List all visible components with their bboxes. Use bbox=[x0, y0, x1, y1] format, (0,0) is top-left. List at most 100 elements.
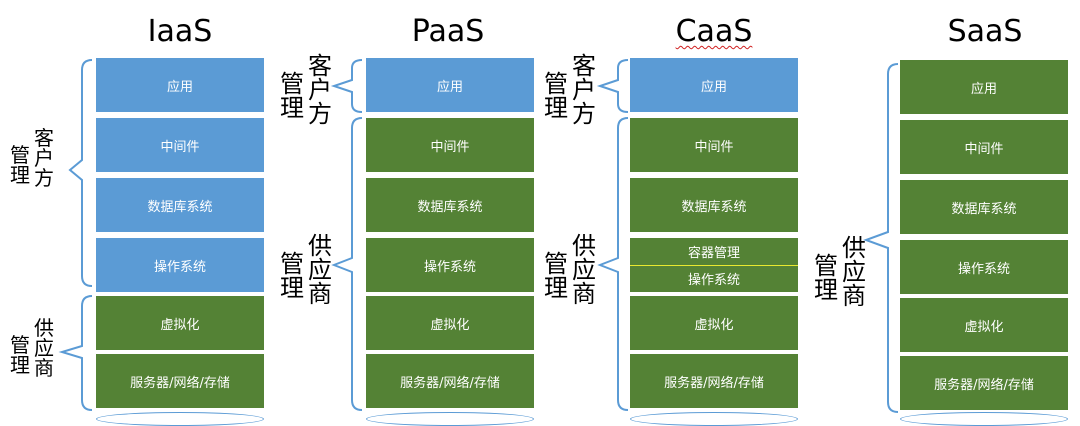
caas-layer-divider bbox=[630, 264, 798, 266]
saas-title: SaaS bbox=[947, 14, 1023, 49]
saas-vendor-role-col: 供 应 商 bbox=[842, 236, 866, 308]
saas-app-layer: 应用 bbox=[900, 60, 1068, 114]
iaas-vendor-bracket bbox=[58, 295, 93, 411]
caas-customer-label: 管 理 客 户 方 bbox=[544, 54, 596, 126]
customer-char-2: 户 bbox=[572, 76, 596, 104]
paas-customer-bracket bbox=[330, 59, 363, 113]
paas-vendor-label: 管 理 供 应 商 bbox=[280, 234, 332, 306]
iaas-os-layer: 操作系统 bbox=[96, 238, 264, 292]
paas-os-layer: 操作系统 bbox=[366, 238, 534, 292]
manage-char-2: 理 bbox=[10, 353, 30, 377]
iaas-middleware-layer: 中间件 bbox=[96, 118, 264, 172]
saas-os-layer: 操作系统 bbox=[900, 240, 1068, 294]
manage-char-2: 理 bbox=[544, 274, 568, 302]
iaas-app-layer: 应用 bbox=[96, 58, 264, 112]
saas-virtualization-layer: 虚拟化 bbox=[900, 298, 1068, 352]
manage-char-2: 理 bbox=[280, 94, 304, 122]
manage-char-1: 管 bbox=[280, 250, 304, 278]
vendor-char-3: 商 bbox=[572, 280, 596, 308]
paas-app-layer: 应用 bbox=[366, 58, 534, 112]
vendor-char-2: 应 bbox=[34, 336, 54, 360]
iaas-database-layer: 数据库系统 bbox=[96, 178, 264, 232]
manage-char-2: 理 bbox=[10, 163, 30, 187]
iaas-virtualization-layer: 虚拟化 bbox=[96, 296, 264, 350]
paas-virtualization-layer: 虚拟化 bbox=[366, 296, 534, 350]
iaas-title: IaaS bbox=[147, 14, 213, 49]
customer-char-3: 方 bbox=[308, 100, 332, 128]
vendor-char-1: 供 bbox=[34, 316, 54, 340]
caas-customer-manage-col: 管 理 bbox=[544, 72, 568, 120]
saas-hardware-layer: 服务器/网络/存储 bbox=[900, 356, 1068, 410]
paas-title: PaaS bbox=[411, 14, 485, 49]
vendor-char-2: 应 bbox=[308, 256, 332, 284]
manage-char-1: 管 bbox=[814, 252, 838, 280]
paas-customer-role-col: 客 户 方 bbox=[308, 54, 332, 126]
vendor-char-2: 应 bbox=[842, 258, 866, 286]
customer-char-2: 户 bbox=[308, 76, 332, 104]
caas-app-layer: 应用 bbox=[630, 58, 798, 112]
customer-char-1: 客 bbox=[572, 52, 596, 80]
saas-base-oval bbox=[900, 412, 1068, 426]
vendor-char-2: 应 bbox=[572, 256, 596, 284]
iaas-vendor-manage-col: 管 理 bbox=[10, 335, 30, 375]
caas-hardware-layer: 服务器/网络/存储 bbox=[630, 354, 798, 408]
saas-vendor-manage-col: 管 理 bbox=[814, 254, 838, 302]
vendor-char-1: 供 bbox=[572, 232, 596, 260]
paas-vendor-manage-col: 管 理 bbox=[280, 252, 304, 300]
caas-database-layer: 数据库系统 bbox=[630, 178, 798, 232]
manage-char-1: 管 bbox=[10, 143, 30, 167]
caas-middleware-layer: 中间件 bbox=[630, 118, 798, 172]
caas-vendor-bracket bbox=[597, 117, 629, 411]
paas-base-oval bbox=[366, 412, 534, 426]
iaas-customer-bracket bbox=[68, 59, 93, 287]
vendor-char-1: 供 bbox=[308, 232, 332, 260]
saas-middleware-layer: 中间件 bbox=[900, 120, 1068, 174]
iaas-hardware-layer: 服务器/网络/存储 bbox=[96, 354, 264, 408]
caas-vendor-manage-col: 管 理 bbox=[544, 252, 568, 300]
caas-vendor-label: 管 理 供 应 商 bbox=[544, 234, 596, 306]
caas-os-layer: 操作系统 bbox=[687, 273, 740, 289]
iaas-customer-label: 管 理 客 户 方 bbox=[10, 128, 54, 188]
paas-vendor-role-col: 供 应 商 bbox=[308, 234, 332, 306]
paas-middleware-layer: 中间件 bbox=[366, 118, 534, 172]
paas-hardware-layer: 服务器/网络/存储 bbox=[366, 354, 534, 408]
caas-base-oval bbox=[630, 412, 798, 426]
caas-title-text: CaaS bbox=[675, 14, 753, 49]
caas-customer-role-col: 客 户 方 bbox=[572, 54, 596, 126]
manage-char-2: 理 bbox=[544, 94, 568, 122]
iaas-vendor-label: 管 理 供 应 商 bbox=[10, 318, 54, 378]
paas-database-layer: 数据库系统 bbox=[366, 178, 534, 232]
saas-vendor-bracket bbox=[863, 63, 899, 413]
paas-customer-label: 管 理 客 户 方 bbox=[280, 54, 332, 126]
manage-char-1: 管 bbox=[10, 333, 30, 357]
caas-container-layer: 容器管理 bbox=[630, 238, 798, 265]
iaas-base-oval bbox=[96, 412, 264, 426]
vendor-char-3: 商 bbox=[842, 282, 866, 310]
saas-vendor-label: 管 理 供 应 商 bbox=[814, 236, 866, 308]
paas-vendor-bracket bbox=[331, 117, 363, 411]
paas-customer-manage-col: 管 理 bbox=[280, 72, 304, 120]
caas-container-os-layer: 容器管理 操作系统 bbox=[630, 238, 798, 292]
customer-char-1: 客 bbox=[308, 52, 332, 80]
iaas-customer-manage-col: 管 理 bbox=[10, 145, 30, 185]
customer-char-3: 方 bbox=[572, 100, 596, 128]
saas-database-layer: 数据库系统 bbox=[900, 180, 1068, 234]
caas-customer-bracket bbox=[596, 59, 629, 113]
vendor-char-3: 商 bbox=[34, 356, 54, 380]
manage-char-2: 理 bbox=[814, 276, 838, 304]
caas-vendor-role-col: 供 应 商 bbox=[572, 234, 596, 306]
vendor-char-3: 商 bbox=[308, 280, 332, 308]
customer-char-2: 户 bbox=[34, 146, 54, 170]
caas-virtualization-layer: 虚拟化 bbox=[630, 296, 798, 350]
iaas-customer-role-col: 客 户 方 bbox=[34, 128, 54, 188]
customer-char-3: 方 bbox=[34, 166, 54, 190]
manage-char-2: 理 bbox=[280, 274, 304, 302]
customer-char-1: 客 bbox=[34, 126, 54, 150]
manage-char-1: 管 bbox=[544, 70, 568, 98]
vendor-char-1: 供 bbox=[842, 234, 866, 262]
manage-char-1: 管 bbox=[544, 250, 568, 278]
iaas-vendor-role-col: 供 应 商 bbox=[34, 318, 54, 378]
manage-char-1: 管 bbox=[280, 70, 304, 98]
caas-title: CaaS bbox=[624, 12, 804, 52]
